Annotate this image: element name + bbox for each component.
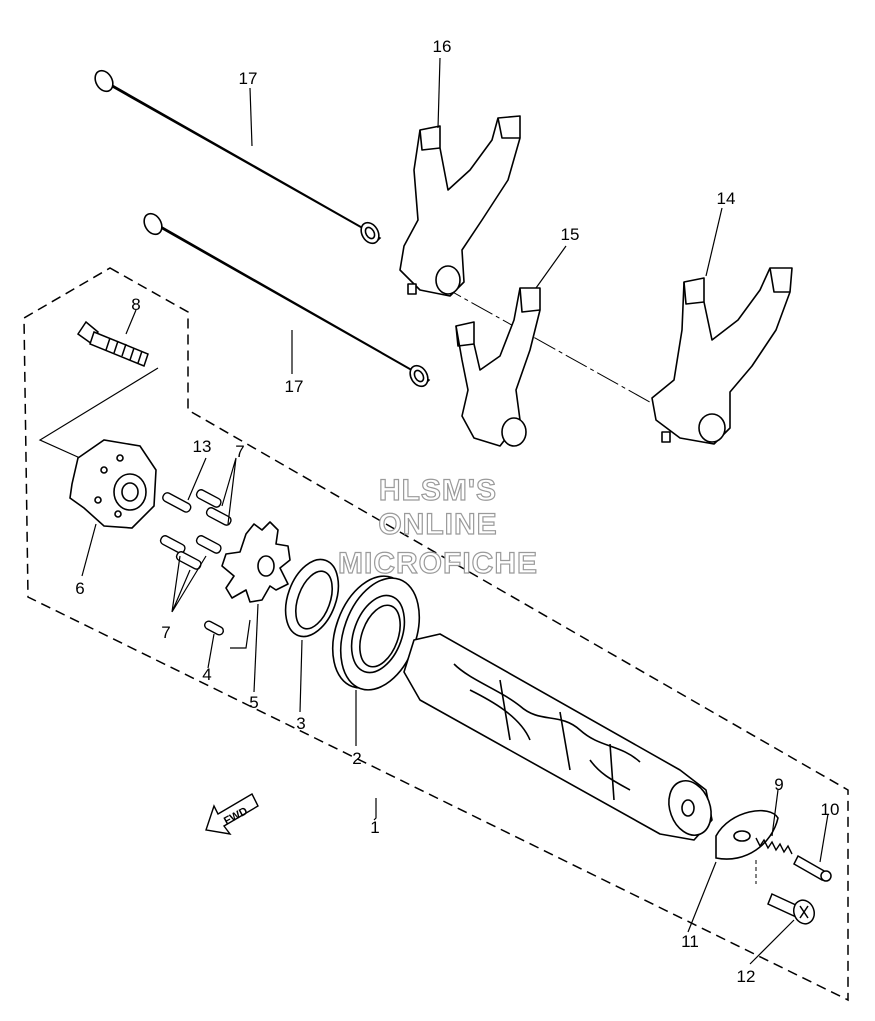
- fork-axis-line: [439, 284, 701, 431]
- pins-7: [159, 489, 232, 570]
- callout-14: 14: [717, 189, 736, 208]
- washer-3: [284, 558, 340, 638]
- callout-5: 5: [249, 693, 258, 712]
- callout-6: 6: [75, 579, 84, 598]
- segment-5: [221, 521, 291, 603]
- guide-shaft-lower: [143, 212, 431, 388]
- shift-fork-15: [455, 287, 541, 447]
- watermark-line2: ONLINE: [378, 508, 497, 541]
- callout-17-upper: 17: [239, 69, 258, 88]
- callout-7-upper: 7: [235, 442, 244, 461]
- shift-drum: [403, 633, 713, 841]
- callout-2: 2: [352, 749, 361, 768]
- callout-9: 9: [774, 775, 783, 794]
- leader-pins-7: [171, 457, 251, 649]
- callout-7-lower: 7: [161, 623, 170, 642]
- segment-6: [69, 439, 157, 529]
- bolt-8: [76, 320, 149, 367]
- callout-4: 4: [202, 665, 211, 684]
- plunger-10: [793, 854, 832, 882]
- pin-4: [204, 620, 224, 636]
- screw-12: [767, 892, 816, 925]
- fwd-arrow: FWD: [205, 793, 259, 835]
- bearing-2: [331, 575, 421, 691]
- callout-10: 10: [821, 800, 840, 819]
- watermark-line3: MICROFICHE: [338, 547, 538, 580]
- shift-fork-16: [399, 115, 521, 297]
- callout-leaders: [81, 57, 829, 965]
- stopper-plate-11: [715, 810, 779, 860]
- shift-fork-14: [651, 267, 793, 445]
- callout-1: 1: [370, 818, 379, 837]
- watermark-line1: HLSM'S: [379, 474, 497, 507]
- callout-11: 11: [681, 932, 699, 951]
- callout-12: 12: [737, 967, 756, 986]
- callout-17-lower: 17: [285, 377, 304, 396]
- guide-shaft-upper: [94, 69, 382, 245]
- watermark: HLSM'S ONLINE MICROFICHE: [337, 473, 538, 580]
- spring-9: [755, 837, 793, 855]
- callout-16: 16: [433, 37, 452, 56]
- callout-13: 13: [193, 437, 212, 456]
- pin-13: [162, 492, 192, 513]
- assembly-boundary: [23, 267, 849, 1002]
- callout-8: 8: [131, 295, 140, 314]
- leader-bolt-8: [38, 367, 159, 459]
- callout-numbers: 1 2 3 4 5 6 7 7 8 9 10 11 12 13 14 15 16…: [75, 37, 839, 986]
- callout-3: 3: [296, 714, 305, 733]
- callout-15: 15: [561, 225, 580, 244]
